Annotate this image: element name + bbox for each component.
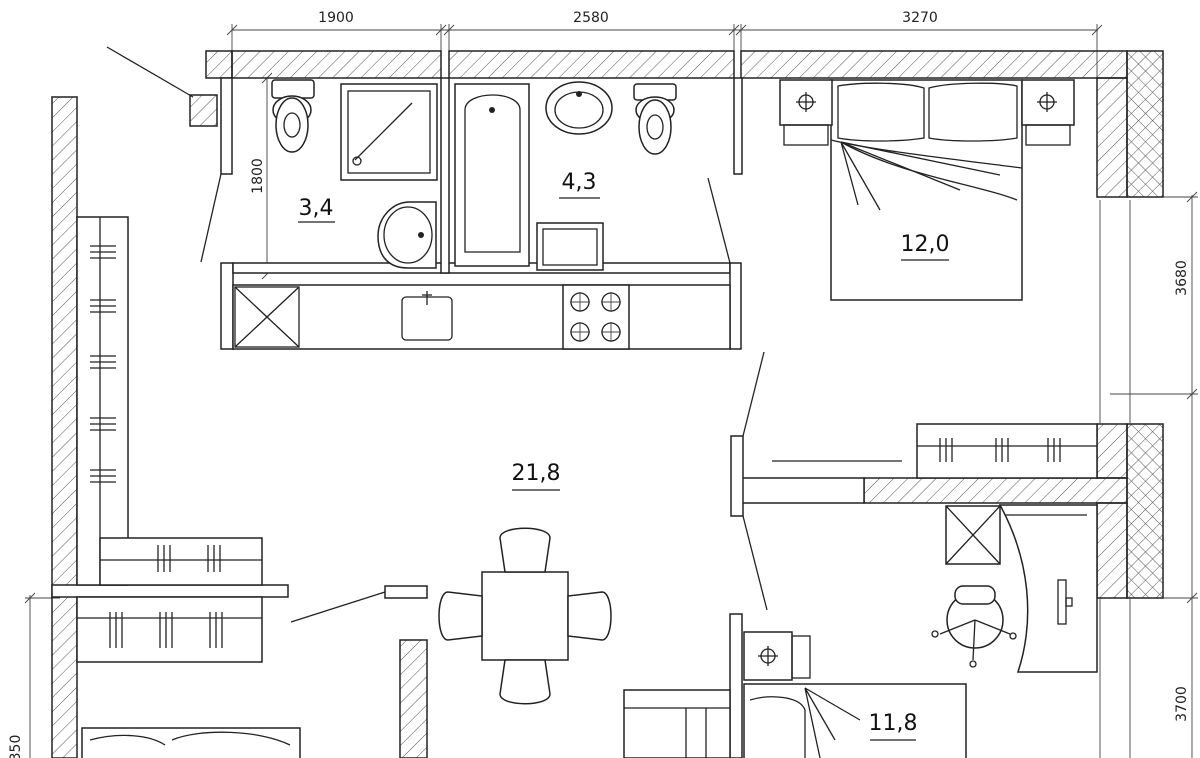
washbasin-bath <box>545 81 613 135</box>
dining-table <box>438 527 612 705</box>
dresser-bedroom2 <box>623 689 731 758</box>
wardrobe-lower-left <box>76 596 263 663</box>
bathtub <box>454 83 530 267</box>
kitchen-sink <box>401 291 453 341</box>
shower-tray <box>340 83 438 181</box>
dimension-label-1800: 1800 <box>250 158 266 194</box>
toilet-wc <box>271 79 315 153</box>
window-right <box>1099 200 1131 758</box>
office-chair <box>931 585 1017 668</box>
kitchen-counter <box>232 284 731 350</box>
wardrobe-living-vertical <box>76 216 129 586</box>
dimension-label-3700: 3700 <box>1174 686 1190 722</box>
desk-area <box>945 504 1098 673</box>
room-area-bedroom: 12,0 <box>901 232 950 257</box>
double-bed <box>830 79 1023 301</box>
dimension-label-3270: 3270 <box>902 10 938 26</box>
door-swings <box>106 46 768 623</box>
bed-bedroom2 <box>743 683 967 758</box>
toilet-bath <box>633 83 677 155</box>
nightstand-bedroom2 <box>743 631 811 681</box>
dimension-label-350: 350 <box>8 735 24 758</box>
nightstand-right <box>1021 79 1075 146</box>
washing-machine <box>536 222 604 271</box>
room-area-wc: 3,4 <box>299 196 334 221</box>
interior-partitions <box>51 77 743 758</box>
room-area-bedroom2: 11,8 <box>869 711 918 736</box>
dimension-label-1900: 1900 <box>318 10 354 26</box>
kitchen-stove <box>562 284 630 350</box>
dimension-label-3680: 3680 <box>1174 260 1190 296</box>
room-area-living: 21,8 <box>512 461 561 486</box>
wardrobe-living-horizontal <box>99 537 263 586</box>
nightstand-left <box>779 79 833 146</box>
bed-lower-left <box>81 727 301 758</box>
wardrobe-bedroom1 <box>772 423 1098 479</box>
dimension-label-2580: 2580 <box>573 10 609 26</box>
washbasin-wc <box>377 201 437 269</box>
exterior-walls <box>51 50 1164 758</box>
room-area-bathroom: 4,3 <box>562 170 597 195</box>
